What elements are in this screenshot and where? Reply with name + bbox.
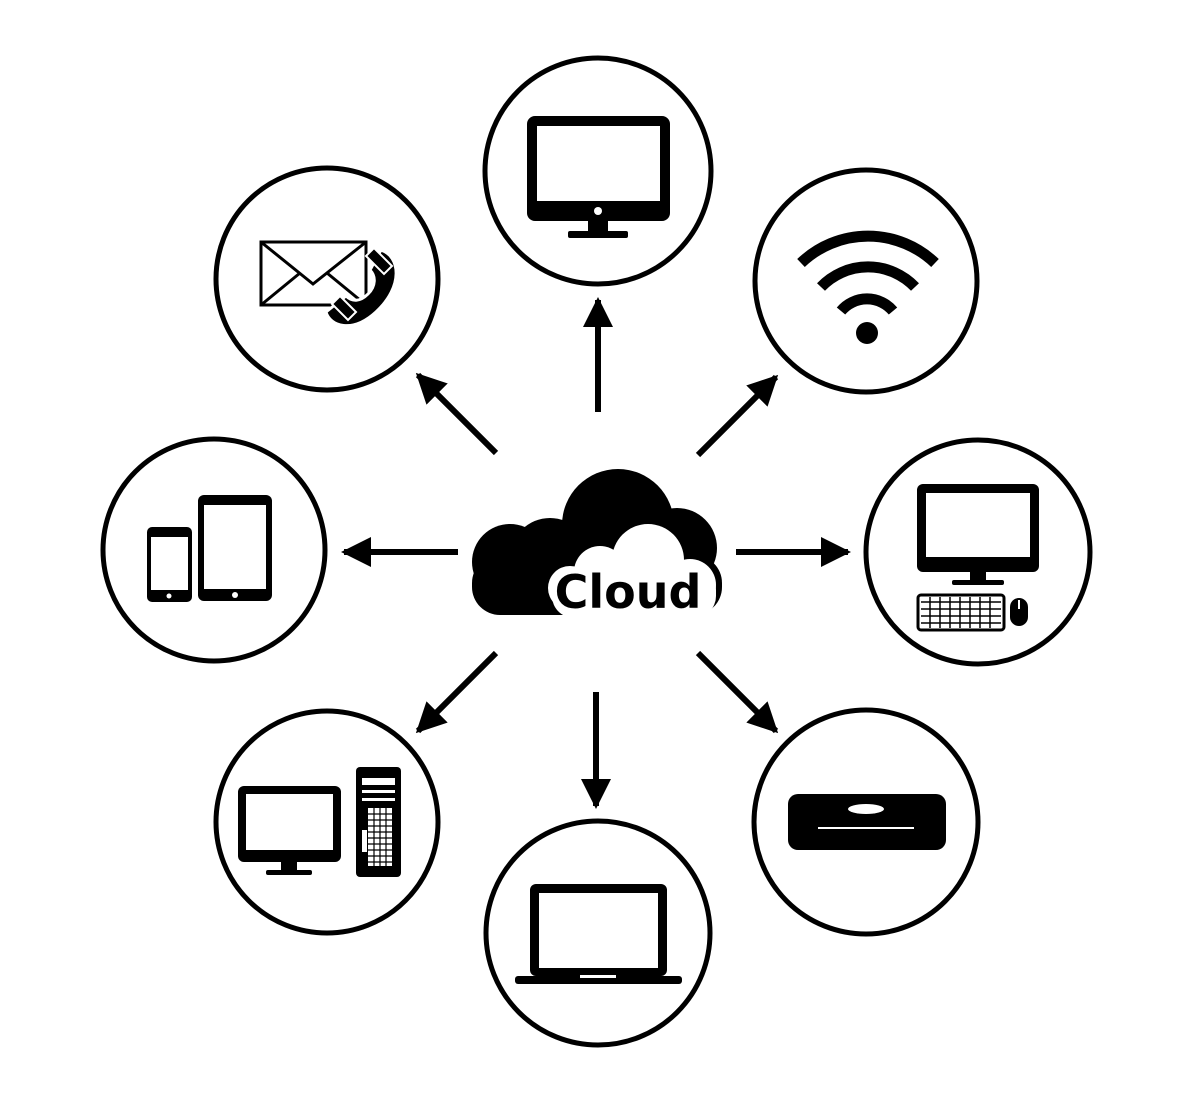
node-desktop-monitor[interactable]: [482, 55, 714, 287]
envelope-icon: [259, 240, 368, 307]
node-mail-phone[interactable]: [213, 165, 441, 393]
arrow-to-wifi: [695, 374, 779, 458]
cloud-label: Cloud: [555, 565, 702, 619]
arrow-to-mini-computer: [695, 650, 779, 734]
node-phone-tablet[interactable]: [100, 436, 328, 664]
desktop-monitor-icon: [527, 116, 670, 238]
node-desktop-computer-keyboard-mouse[interactable]: [863, 437, 1093, 667]
laptop-icon: [515, 884, 682, 984]
phone-tablet-icon: [147, 495, 272, 602]
cloud-icon: Cloud: [472, 469, 722, 619]
mail-phone-icon: [259, 240, 398, 328]
mini-computer-icon: [788, 794, 946, 850]
desktop-tower-icon: [238, 767, 401, 877]
node-laptop[interactable]: [483, 818, 713, 1048]
arrow-to-desktop-tower: [415, 650, 499, 734]
wifi-icon: [797, 230, 939, 344]
phone-handset-icon: [324, 246, 398, 328]
node-mini-computer[interactable]: [751, 707, 981, 937]
arrow-to-mail-phone: [415, 372, 499, 456]
arrows: [341, 297, 851, 809]
desktop-computer-keyboard-mouse-icon: [916, 484, 1039, 632]
node-wifi[interactable]: [752, 167, 980, 395]
node-desktop-tower[interactable]: [213, 708, 441, 936]
